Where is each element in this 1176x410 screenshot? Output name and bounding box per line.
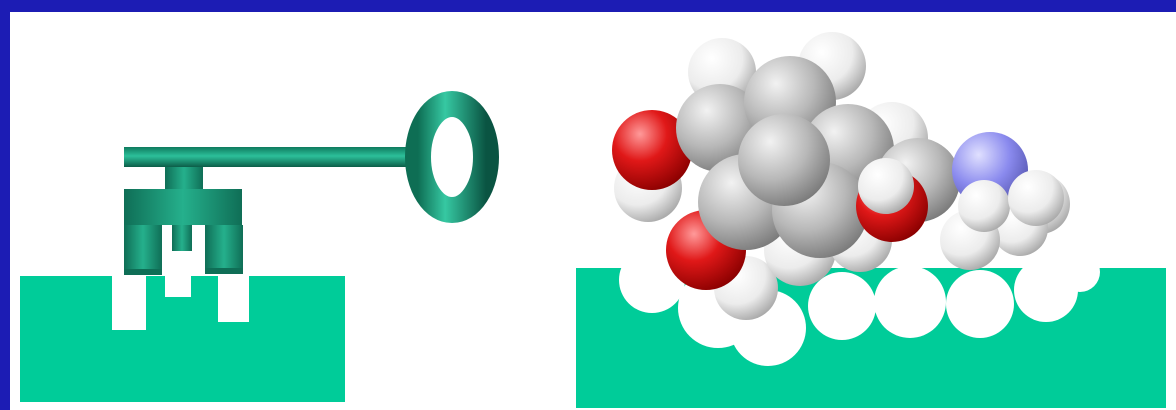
lock-block xyxy=(20,276,345,402)
key-ring xyxy=(405,91,499,223)
key-icon xyxy=(124,91,499,275)
carbon-atom xyxy=(738,114,830,206)
key-bit xyxy=(124,189,242,225)
key-shaft xyxy=(124,147,414,167)
oxygen-atom xyxy=(612,110,692,190)
receptor-surface xyxy=(576,247,1166,408)
molecule-model xyxy=(612,32,1070,320)
